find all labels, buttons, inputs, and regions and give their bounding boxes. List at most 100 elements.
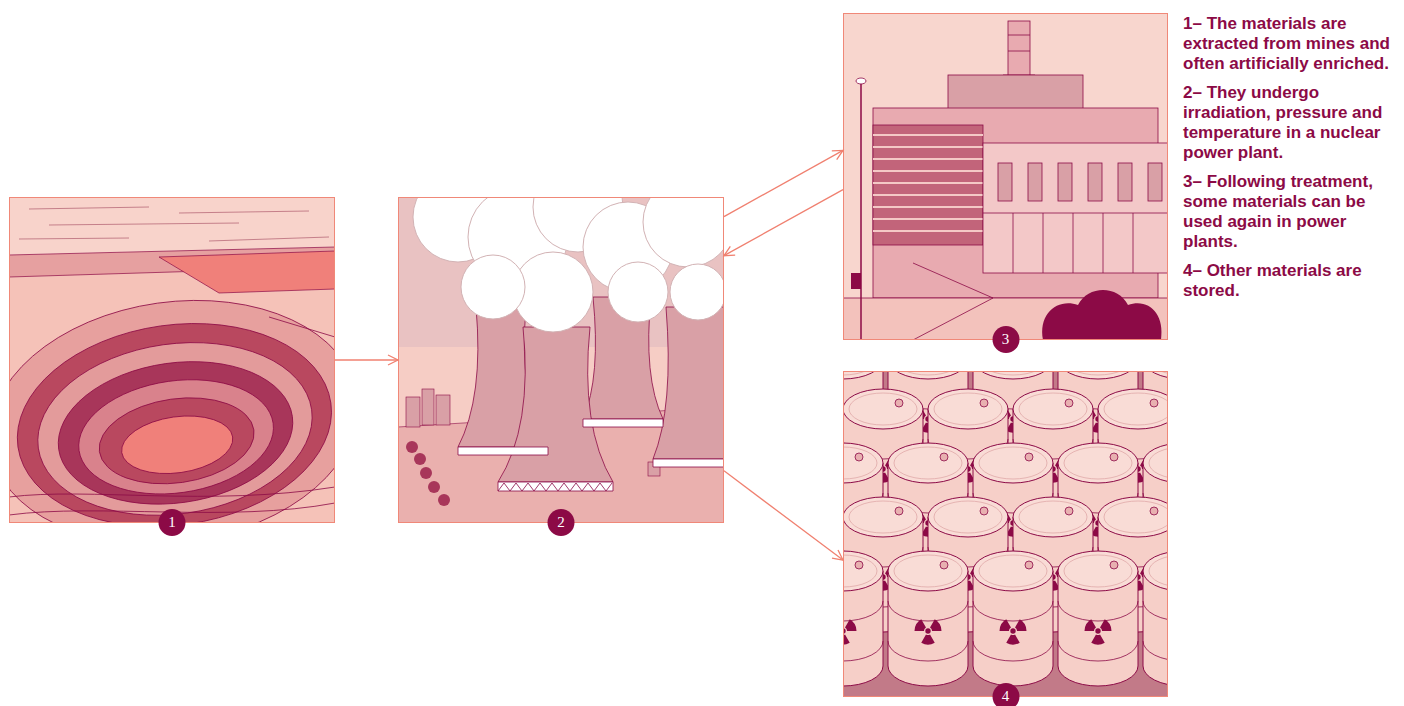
sky-lines <box>209 237 329 241</box>
tower-bases <box>653 459 724 467</box>
trees <box>438 494 450 506</box>
hall-windows <box>1028 163 1042 201</box>
hall-windows <box>1058 163 1072 201</box>
chimney-rings <box>1008 35 1030 36</box>
hall-windows <box>1148 163 1162 201</box>
tower-bases <box>458 447 548 455</box>
haul-roads <box>9 487 335 497</box>
hall-mullions <box>983 213 1168 214</box>
pit-terraces <box>9 304 335 523</box>
steam-clouds <box>608 262 668 322</box>
haul-roads <box>269 317 335 337</box>
glass-hall <box>983 143 1168 273</box>
trees <box>420 467 432 479</box>
plant-buildings <box>436 395 450 425</box>
barrel-rows <box>1143 551 1168 686</box>
facade-stripes <box>873 218 983 220</box>
sky-lines <box>29 207 149 209</box>
barrel-rows <box>1058 551 1138 686</box>
door <box>851 273 861 289</box>
illustration-panel: 4 <box>843 371 1168 697</box>
hall-windows <box>998 163 1012 201</box>
facade-stripes <box>873 158 983 160</box>
pit-terraces <box>49 347 302 518</box>
callout-number: 2 <box>548 509 575 536</box>
illustration-panel: 1 <box>9 197 335 523</box>
facade-stripes <box>873 146 983 148</box>
striped-facade <box>873 125 983 245</box>
barrel-rows <box>843 551 883 686</box>
sky-lines <box>19 207 329 241</box>
ramp <box>913 263 993 340</box>
pit-terraces <box>9 277 335 523</box>
facade-stripes <box>873 135 983 231</box>
far-pond <box>159 251 335 293</box>
facade-stripes <box>873 194 983 196</box>
step-note: 2– They undergo irradiation, pressure an… <box>1183 83 1404 163</box>
cooling-towers <box>653 307 724 459</box>
hall-windows <box>1118 163 1132 201</box>
pit-terraces <box>118 409 237 480</box>
lamp-head <box>856 78 866 84</box>
hall-mullions <box>983 213 1168 273</box>
step-note: 1– The materials are extracted from mine… <box>1183 14 1404 74</box>
hall-windows <box>998 163 1162 201</box>
hall-mullions <box>1103 213 1104 273</box>
steam-clouds <box>670 264 724 320</box>
plant-buildings <box>406 397 420 427</box>
facade-stripes <box>873 182 983 184</box>
facade-stripes <box>873 134 983 136</box>
cooling-towers <box>458 297 724 482</box>
trees <box>406 441 418 453</box>
flow-arrow <box>724 150 843 216</box>
cooling-towers <box>498 327 613 482</box>
tower-bases <box>498 482 613 491</box>
steam-clouds <box>413 197 724 332</box>
sky-lines <box>179 211 309 213</box>
sky <box>843 13 1168 340</box>
flow-arrow <box>724 471 843 560</box>
callout-number: 4 <box>992 683 1019 706</box>
barrel-rows <box>973 551 1053 686</box>
step-note: 3– Following treatment, some materials c… <box>1183 172 1404 252</box>
chimney <box>1008 21 1030 83</box>
mine-sky <box>9 197 335 255</box>
tower-bases <box>458 419 724 491</box>
reprocessing-plant-illustration <box>843 13 1168 340</box>
flow-arrow <box>335 359 398 360</box>
chimney-rings <box>1003 35 1035 75</box>
hall-mullions <box>1013 213 1014 273</box>
notes-column: 1– The materials are extracted from mine… <box>1183 14 1404 310</box>
hall-mullions <box>1073 213 1074 273</box>
hall-mullions <box>1043 213 1044 273</box>
chimney-rings <box>1008 51 1030 52</box>
pit-terraces <box>9 277 335 523</box>
sky-lines <box>49 223 239 225</box>
step-note: 4– Other materials are stored. <box>1183 261 1404 301</box>
facade-stripes <box>873 170 983 172</box>
plant-buildings <box>422 389 434 425</box>
hall-mullions <box>1133 213 1134 273</box>
flow-arrow <box>724 190 843 256</box>
waste-storage-illustration <box>843 371 1168 697</box>
barrel-rows <box>888 551 968 686</box>
callout-number: 3 <box>992 326 1019 353</box>
callout-number: 1 <box>159 509 186 536</box>
haul-roads <box>9 317 335 515</box>
sky-lines <box>19 238 129 239</box>
illustration-panel: 2 <box>398 197 724 523</box>
tower-bases <box>583 419 663 427</box>
pit-terraces <box>94 388 260 493</box>
mine-illustration <box>9 197 335 523</box>
steam-clouds <box>643 197 724 267</box>
steam-clouds <box>461 255 525 319</box>
power-plant-illustration <box>398 197 724 523</box>
shrub <box>1042 290 1161 340</box>
illustration-panel: 3 <box>843 13 1168 340</box>
trees <box>406 441 450 506</box>
lamp-post <box>860 83 862 340</box>
trees <box>428 481 440 493</box>
barrel-rows <box>843 371 1168 686</box>
hall-windows <box>1088 163 1102 201</box>
